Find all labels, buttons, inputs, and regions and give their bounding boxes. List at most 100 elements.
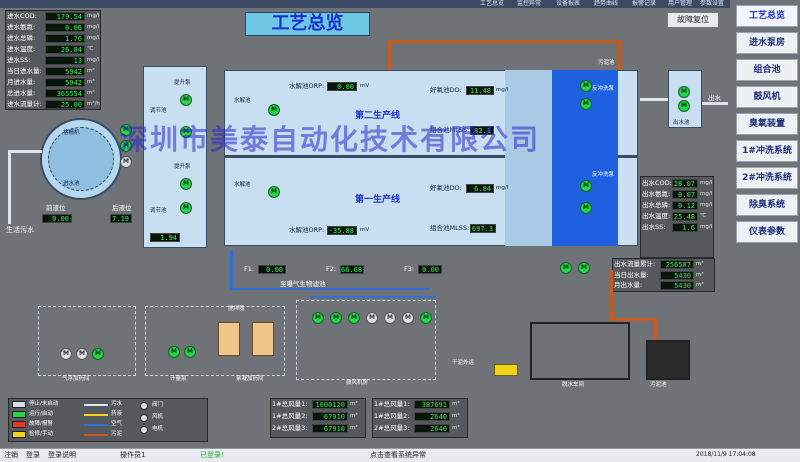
pump-motor-0[interactable]: M	[120, 124, 132, 136]
nav-item-8[interactable]: 仪表参数	[736, 221, 798, 243]
pump-motor-19[interactable]: M	[384, 312, 396, 324]
pump-motor-3[interactable]: M	[180, 94, 192, 106]
fault-reset-button[interactable]: 故障复位	[667, 12, 719, 28]
nav-item-4[interactable]: 臭氧装置	[736, 113, 798, 135]
inlet-value-8: 25.00	[45, 100, 85, 109]
outflow-unit-0: m³	[696, 261, 704, 267]
login-help-link[interactable]: 登录说明	[48, 451, 76, 459]
outlet-pipe-in	[640, 98, 668, 101]
pump-motor-8[interactable]: M	[268, 186, 280, 198]
line2-do-label: 好氧池DO:	[430, 86, 462, 94]
pump-motor-15[interactable]: M	[312, 312, 324, 324]
nav-item-0[interactable]: 工艺总览	[736, 5, 798, 27]
line2-orp-unit: mV	[360, 83, 370, 89]
pump-motor-24[interactable]: M	[92, 348, 104, 360]
line2-do-value: 11.48	[466, 86, 494, 95]
nav-item-7[interactable]: 除臭系统	[736, 194, 798, 216]
nav-item-2[interactable]: 组合池	[736, 59, 798, 81]
pump-motor-27[interactable]: M	[560, 262, 572, 274]
pump-motor-9[interactable]: M	[580, 80, 592, 92]
legend-panel	[8, 398, 208, 442]
pump-motor-16[interactable]: M	[330, 312, 342, 324]
legend-label-1: 运行/启动	[29, 411, 53, 417]
system-alert-link[interactable]: 点击查看系统异常	[370, 451, 426, 459]
pump-motor-2[interactable]: M	[120, 156, 132, 168]
tank-divider	[224, 155, 638, 158]
nav-item-3[interactable]: 鼓风机	[736, 86, 798, 108]
pump-motor-11[interactable]: M	[580, 180, 592, 192]
pump-motor-17[interactable]: M	[348, 312, 360, 324]
logout-link[interactable]: 注销	[4, 451, 18, 459]
tab-alarm[interactable]: 报警记录	[632, 0, 657, 7]
sludge-pipe-drop	[618, 40, 621, 70]
reg-pool-label-bottom: 调节池	[150, 208, 167, 214]
blower-house-label: 鼓风机房	[346, 380, 369, 386]
pump-motor-18[interactable]: M	[366, 312, 378, 324]
inlet-text: 生活污水	[6, 226, 34, 234]
tab-overview[interactable]: 工艺总览	[480, 0, 505, 7]
legend-line-label-2: 空气	[111, 421, 123, 427]
pump-motor-22[interactable]: M	[60, 348, 72, 360]
blower-right-label-0: 1#总风量1:	[374, 400, 410, 408]
pump-motor-10[interactable]: M	[580, 98, 592, 110]
login-link[interactable]: 登录	[26, 451, 40, 459]
outlet-value-4: 1.6	[672, 223, 698, 232]
inlet-label-1: 进水氨氮:	[7, 23, 36, 31]
sludge-pipe-to-pool	[610, 318, 656, 321]
pump-motor-6[interactable]: M	[180, 202, 192, 214]
outflow-value-0: 256587	[660, 260, 694, 269]
f2-value: 66.68	[340, 265, 364, 274]
air-lift-label: 至曝气生物滤池	[280, 280, 326, 288]
nav-item-5[interactable]: 1#冲洗系统	[736, 140, 798, 162]
outflow-label-1: 当日出水量:	[614, 270, 649, 279]
pump-motor-28[interactable]: M	[578, 262, 590, 274]
inlet-value-5: 5942	[45, 67, 85, 76]
inlet-value-2: 1.76	[45, 34, 85, 43]
backwash-label-top: 反冲洗泵	[592, 86, 615, 92]
inlet-pipe-vertical	[8, 150, 11, 224]
pump-motor-13[interactable]: M	[678, 86, 690, 98]
inlet-value-1: 6.06	[45, 23, 85, 32]
regulating-pool	[143, 66, 207, 248]
pump-motor-26[interactable]: M	[184, 346, 196, 358]
tab-trend[interactable]: 趋势曲线	[594, 0, 619, 7]
status-bar	[0, 448, 800, 462]
outlet-unit-3: ℃	[700, 213, 707, 219]
line2-do-unit: mg/l	[496, 87, 509, 93]
pump-motor-14[interactable]: M	[678, 100, 690, 112]
tab-settings[interactable]: 参数设置	[700, 0, 725, 7]
pump-motor-4[interactable]: M	[180, 126, 192, 138]
line2-title: 第二生产线	[355, 111, 401, 121]
pump-motor-7[interactable]: M	[268, 104, 280, 116]
legend-line-1	[84, 414, 108, 416]
front-level-label: 前液位	[46, 204, 66, 212]
inlet-label-6: 月进水量:	[7, 78, 36, 86]
legend-swatch-2	[12, 421, 26, 428]
pump-motor-21[interactable]: M	[420, 312, 432, 324]
tab-monitor[interactable]: 监控异常	[517, 0, 542, 7]
tab-user[interactable]: 用户管理	[668, 0, 693, 7]
inlet-label-8: 进水流量计:	[7, 100, 42, 108]
outlet-unit-0: mg/l	[700, 180, 713, 186]
inlet-unit-1: mg/l	[87, 24, 100, 30]
blower-left-label-1: 1#总风量2:	[272, 412, 308, 420]
pump-motor-5[interactable]: M	[180, 178, 192, 190]
f3-label: F3:	[404, 265, 415, 273]
inlet-pipe	[8, 150, 42, 153]
inlet-value-7: 365554	[45, 89, 85, 98]
line1-title: 第一生产线	[355, 195, 401, 205]
tab-report[interactable]: 设备报表	[556, 0, 581, 7]
operator-name: 操作员1	[120, 451, 146, 459]
line2-mlss-value: 82.1	[470, 126, 494, 135]
nav-item-1[interactable]: 进水泵房	[736, 32, 798, 54]
pump-motor-20[interactable]: M	[402, 312, 414, 324]
pump-motor-1[interactable]: M	[120, 140, 132, 152]
pump-motor-23[interactable]: M	[76, 348, 88, 360]
nav-item-6[interactable]: 2#冲洗系统	[736, 167, 798, 189]
pump-motor-25[interactable]: M	[168, 346, 180, 358]
outflow-label-2: 月出水量:	[614, 281, 643, 289]
dehydration-label: 脱水车间	[562, 382, 585, 388]
pump-motor-12[interactable]: M	[580, 202, 592, 214]
line1-orp-unit: mV	[360, 227, 370, 233]
back-level-label: 后液位	[112, 204, 132, 212]
